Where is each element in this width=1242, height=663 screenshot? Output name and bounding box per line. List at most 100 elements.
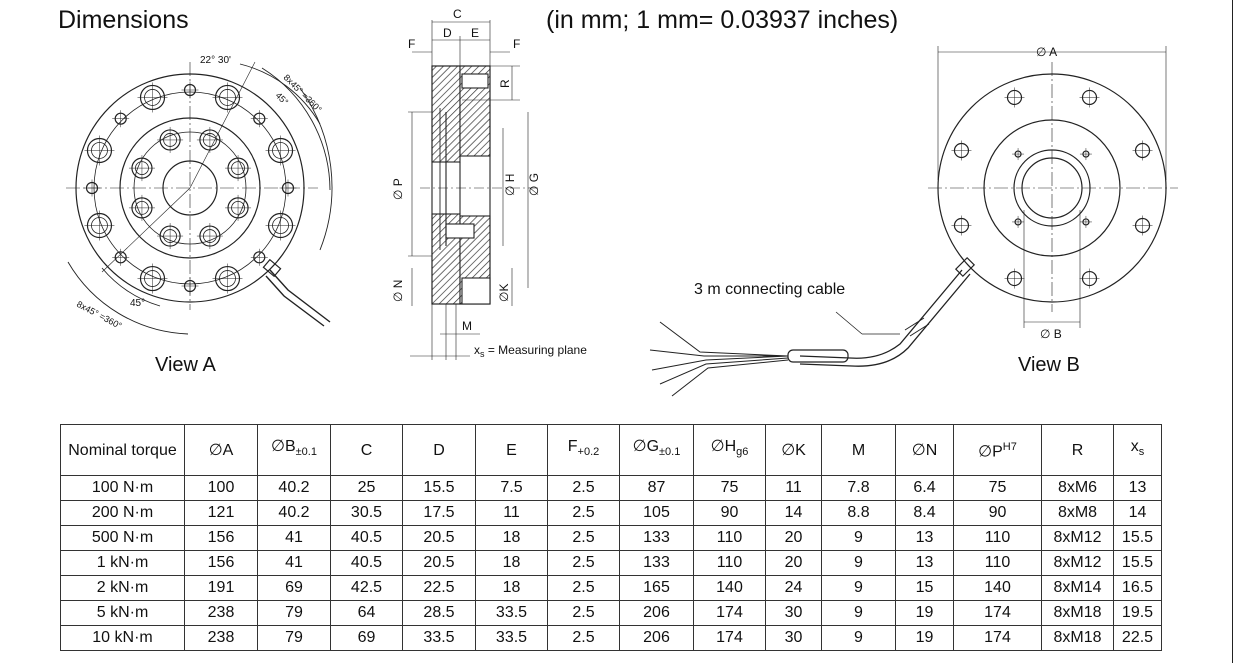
table-header-cell: C [330, 424, 403, 476]
cable-label: 3 m connecting cable [694, 281, 845, 298]
table-cell: 165 [619, 575, 694, 601]
table-cell: 40.2 [257, 475, 331, 501]
table-cell: 500 N·m [60, 525, 185, 551]
table-cell: 206 [619, 600, 694, 626]
table-header-cell: ∅G±0.1 [619, 424, 694, 476]
view-b-drawing [649, 46, 1178, 397]
table-cell: 90 [953, 500, 1042, 526]
dim-f-right: F [513, 37, 520, 51]
table-cell: 8xM18 [1041, 600, 1114, 626]
table-cell: 110 [953, 525, 1042, 551]
table-cell: 15.5 [1113, 550, 1162, 576]
table-cell: 16.5 [1113, 575, 1162, 601]
table-header-cell: R [1041, 424, 1114, 476]
table-cell: 20 [765, 525, 822, 551]
table-cell: 22.5 [1113, 625, 1162, 651]
units-note: (in mm; 1 mm= 0.03937 inches) [546, 6, 899, 34]
table-cell: 15.5 [1113, 525, 1162, 551]
table-cell: 24 [765, 575, 822, 601]
table-cell: 22.5 [402, 575, 476, 601]
table-header-cell: Nominal torque [60, 424, 185, 476]
table-cell: 1 kN·m [60, 550, 185, 576]
table-cell: 9 [821, 575, 896, 601]
table-cell: 6.4 [895, 475, 954, 501]
view-a-angle-45: 45° [274, 90, 291, 107]
table-cell: 33.5 [475, 600, 548, 626]
view-a-label: View A [155, 354, 216, 376]
table-cell: 17.5 [402, 500, 476, 526]
table-cell: 19 [895, 600, 954, 626]
dim-r: R [498, 79, 512, 88]
table-cell: 69 [330, 625, 403, 651]
table-cell: 8.4 [895, 500, 954, 526]
table-cell: 90 [693, 500, 766, 526]
table-header-cell: F+0.2 [547, 424, 620, 476]
dim-a: ∅ A [1036, 45, 1057, 59]
dim-d: D [443, 26, 452, 40]
table-cell: 191 [184, 575, 258, 601]
table-cell: 5 kN·m [60, 600, 185, 626]
table-cell: 2.5 [547, 475, 620, 501]
view-a-angle-45-lower: 45° [130, 298, 145, 309]
table-cell: 13 [895, 525, 954, 551]
table-cell: 33.5 [475, 625, 548, 651]
table-cell: 8xM14 [1041, 575, 1114, 601]
table-cell: 18 [475, 550, 548, 576]
table-cell: 100 [184, 475, 258, 501]
table-cell: 2.5 [547, 575, 620, 601]
table-cell: 9 [821, 625, 896, 651]
table-cell: 133 [619, 525, 694, 551]
table-cell: 110 [693, 550, 766, 576]
table-cell: 8.8 [821, 500, 896, 526]
table-cell: 238 [184, 625, 258, 651]
table-cell: 174 [693, 600, 766, 626]
page-title: Dimensions [58, 6, 189, 34]
view-a-holes-label: 8x45° =360° [282, 72, 324, 114]
technical-drawings: 22° 30' 8x45° =360° 45° 45° 8x45° =360° … [66, 7, 1178, 397]
table-cell: 15.5 [402, 475, 476, 501]
table-cell: 41 [257, 525, 331, 551]
view-a-holes-lower-label: 8x45° =360° [75, 299, 124, 331]
table-cell: 11 [475, 500, 548, 526]
table-cell: 18 [475, 525, 548, 551]
measuring-plane-label: xs = Measuring plane [474, 343, 587, 359]
view-a-drawing [66, 61, 333, 335]
table-cell: 238 [184, 600, 258, 626]
table-cell: 9 [821, 600, 896, 626]
table-cell: 140 [693, 575, 766, 601]
table-cell: 2.5 [547, 625, 620, 651]
table-cell: 41 [257, 550, 331, 576]
table-cell: 87 [619, 475, 694, 501]
table-cell: 13 [895, 550, 954, 576]
table-cell: 174 [953, 625, 1042, 651]
table-cell: 30.5 [330, 500, 403, 526]
table-header-cell: D [402, 424, 476, 476]
dim-h: ∅ H [503, 174, 517, 196]
table-cell: 42.5 [330, 575, 403, 601]
table-cell: 140 [953, 575, 1042, 601]
dim-c: C [453, 7, 462, 21]
table-cell: 40.5 [330, 550, 403, 576]
table-header-cell: ∅PH7 [953, 424, 1042, 476]
table-cell: 13 [1113, 475, 1162, 501]
dim-b: ∅ B [1040, 327, 1062, 341]
table-cell: 156 [184, 550, 258, 576]
table-cell: 105 [619, 500, 694, 526]
table-cell: 40.5 [330, 525, 403, 551]
table-cell: 28.5 [402, 600, 476, 626]
table-cell: 20 [765, 550, 822, 576]
table-cell: 8xM12 [1041, 550, 1114, 576]
dim-n: ∅ N [391, 280, 405, 302]
view-a-angle-label: 22° 30' [200, 55, 231, 66]
dim-g: ∅ G [527, 173, 541, 196]
dim-f-left: F [408, 37, 415, 51]
table-header-cell: ∅Hg6 [693, 424, 766, 476]
page-edge-line [1232, 0, 1233, 663]
